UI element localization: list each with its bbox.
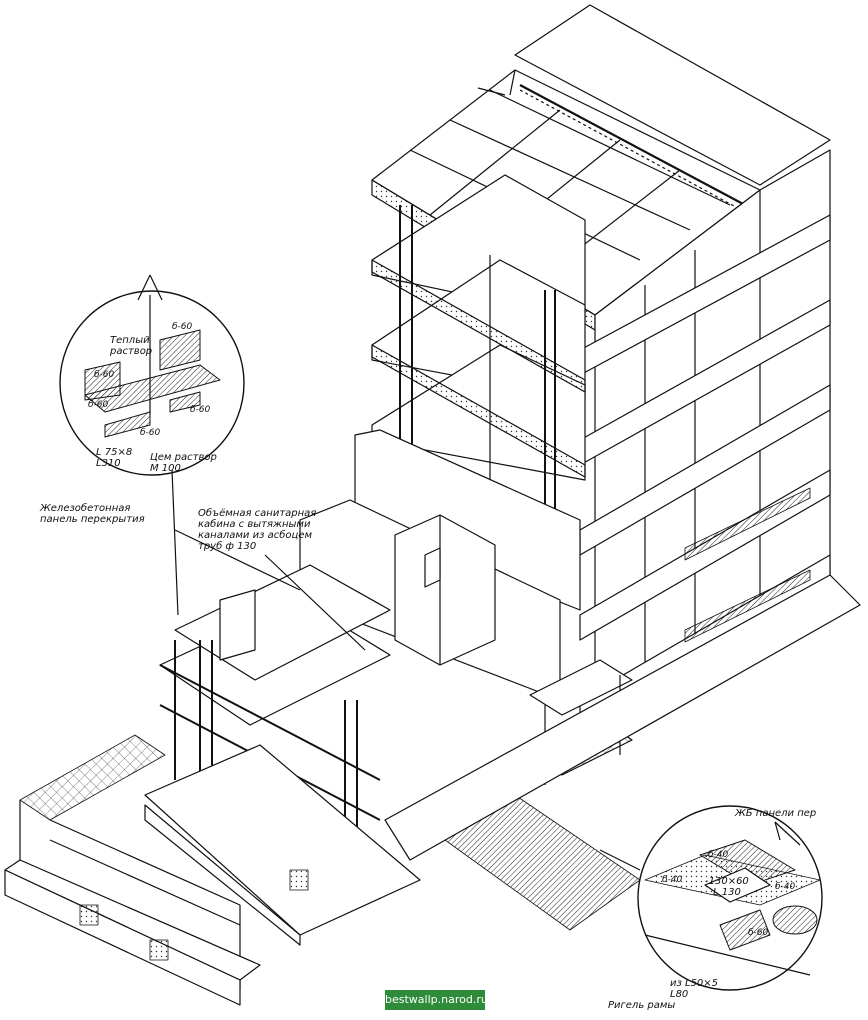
angle-size-label: из L50×5 L80 [670,978,719,1000]
weld-mark-left-a: б-60 [94,370,115,380]
detail-callout-right [599,805,823,991]
watermark[interactable]: bestwallp.narod.ru [385,990,488,1010]
steel-angle-label: L 75×8 L310 [96,447,133,469]
roof-parapet [514,4,831,186]
frame-beam-label: Ригель рамы [608,1000,676,1011]
weld-mark-right-detail-a: б-40 [708,850,729,860]
foundation-fence [4,734,309,1006]
building-tower [299,4,861,931]
weld-mark-right-a: б-60 [190,405,211,415]
warm-mortar-label: Теплый раствор [110,335,153,357]
cement-mortar-label: Цем раствор М 100 [150,452,217,474]
weld-mark-right-detail-c: б-40 [775,882,796,892]
rc-panels-label: ЖБ панели пер [735,808,817,819]
entrance-canopy [529,659,633,716]
lower-frame [144,564,421,946]
detail-callout-left [59,274,245,616]
weld-mark-bottom-a: б-60 [140,428,161,438]
plate-size-label: -130×60 L 130 [705,876,749,898]
sanitary-cabin [394,514,496,666]
floor-panel-label: Железобетонная панель перекрытия [40,503,145,525]
weld-mark-right-detail-b: б-40 [662,875,683,885]
weld-mark-top-left-b: б-60 [88,400,109,410]
weld-mark-right-detail-d: б-60 [748,928,769,938]
sanitary-cabin-label: Объёмная санитарная кабина с вытяжными к… [198,508,317,552]
weld-mark-top-left-a: б-60 [172,322,193,332]
